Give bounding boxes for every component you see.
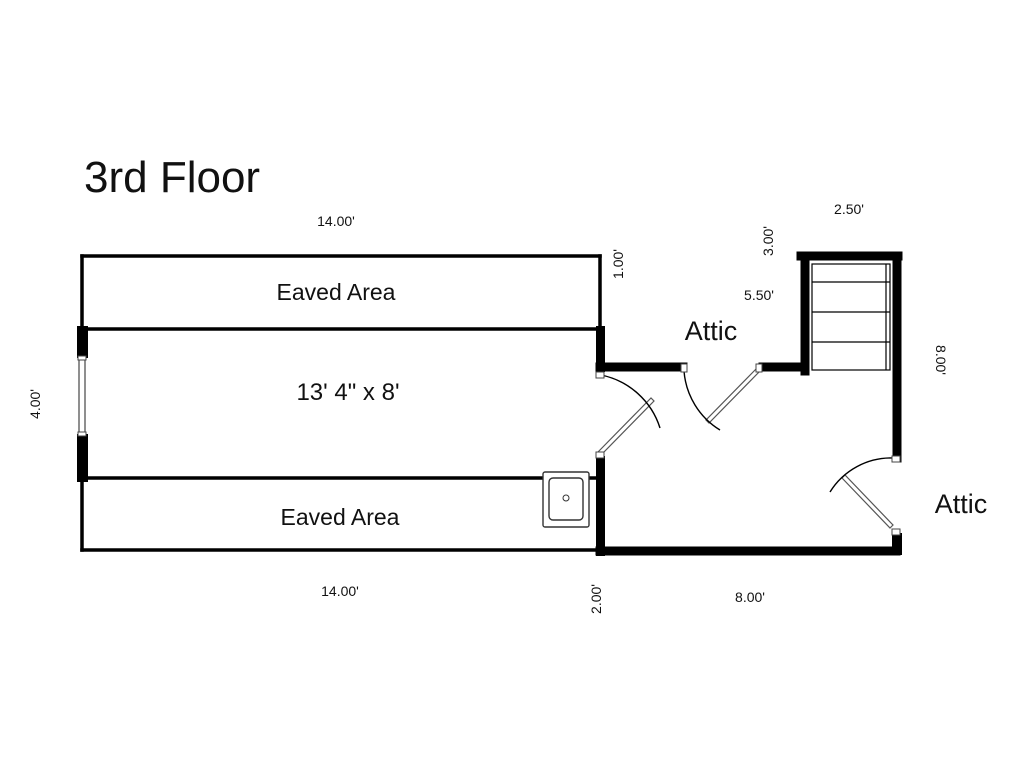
dim-stair-height: 3.00' [760,226,776,256]
attic-top-label: Attic [685,316,738,346]
wall-left-thick-upper [77,326,88,358]
plan-title: 3rd Floor [84,153,260,202]
wall-mid-thick-upper [596,326,605,372]
dim-right-room-height: 8.00' [933,345,949,375]
dim-right-room-width: 8.00' [735,589,765,605]
walls [77,251,903,556]
door-attic-right [829,455,901,536]
main-room-label: 13' 4" x 8' [296,379,399,406]
door-main-room [595,371,661,459]
stairs [811,263,891,371]
door-attic-top [680,363,763,431]
sink [542,471,590,528]
dim-lower-step: 2.00' [588,584,604,614]
dim-left-height: 4.00' [27,389,43,419]
dim-stair-offset: 5.50' [744,287,774,303]
attic-right-label: Attic [935,489,988,519]
wall-right-lower [892,533,902,555]
dim-bottom-width: 14.00' [321,583,359,599]
wall-left-thick-lower [77,434,88,482]
eaved-area-top-label: Eaved Area [277,279,396,305]
dim-stair-width: 2.50' [834,201,864,217]
eaved-area-bottom-label: Eaved Area [281,504,400,530]
wall-mid-thick-lower [596,456,605,556]
dim-upper-step: 1.00' [610,249,626,279]
left-window [77,355,87,437]
dim-top-width: 14.00' [317,213,355,229]
